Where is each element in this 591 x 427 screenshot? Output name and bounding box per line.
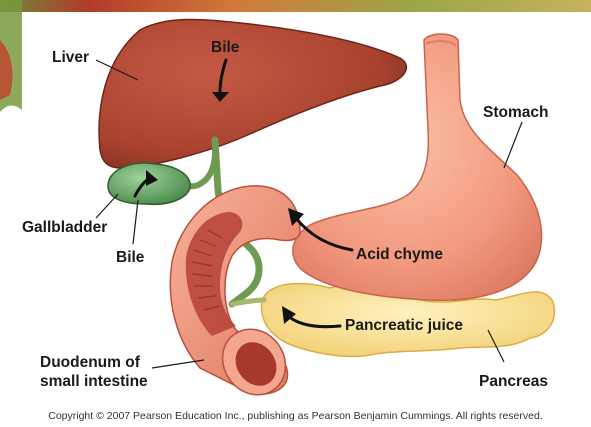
label-duodenum-line1: Duodenum of xyxy=(40,354,140,372)
label-acid-chyme: Acid chyme xyxy=(356,246,443,264)
label-duodenum-line2: small intestine xyxy=(40,373,148,391)
label-stomach: Stomach xyxy=(483,104,548,122)
label-bile-bottom: Bile xyxy=(116,249,144,267)
leader-stomach xyxy=(504,122,522,168)
label-gallbladder: Gallbladder xyxy=(22,219,107,237)
label-pancreas: Pancreas xyxy=(479,373,548,391)
copyright-notice: Copyright © 2007 Pearson Education Inc.,… xyxy=(0,410,591,422)
label-pancreatic-juice: Pancreatic juice xyxy=(345,317,463,335)
leader-gallbladder xyxy=(96,194,118,218)
label-bile-top: Bile xyxy=(211,39,239,57)
label-liver: Liver xyxy=(52,49,89,67)
background-band xyxy=(0,0,591,12)
leader-bile-bottom xyxy=(133,200,138,244)
liver-shape xyxy=(99,20,406,169)
